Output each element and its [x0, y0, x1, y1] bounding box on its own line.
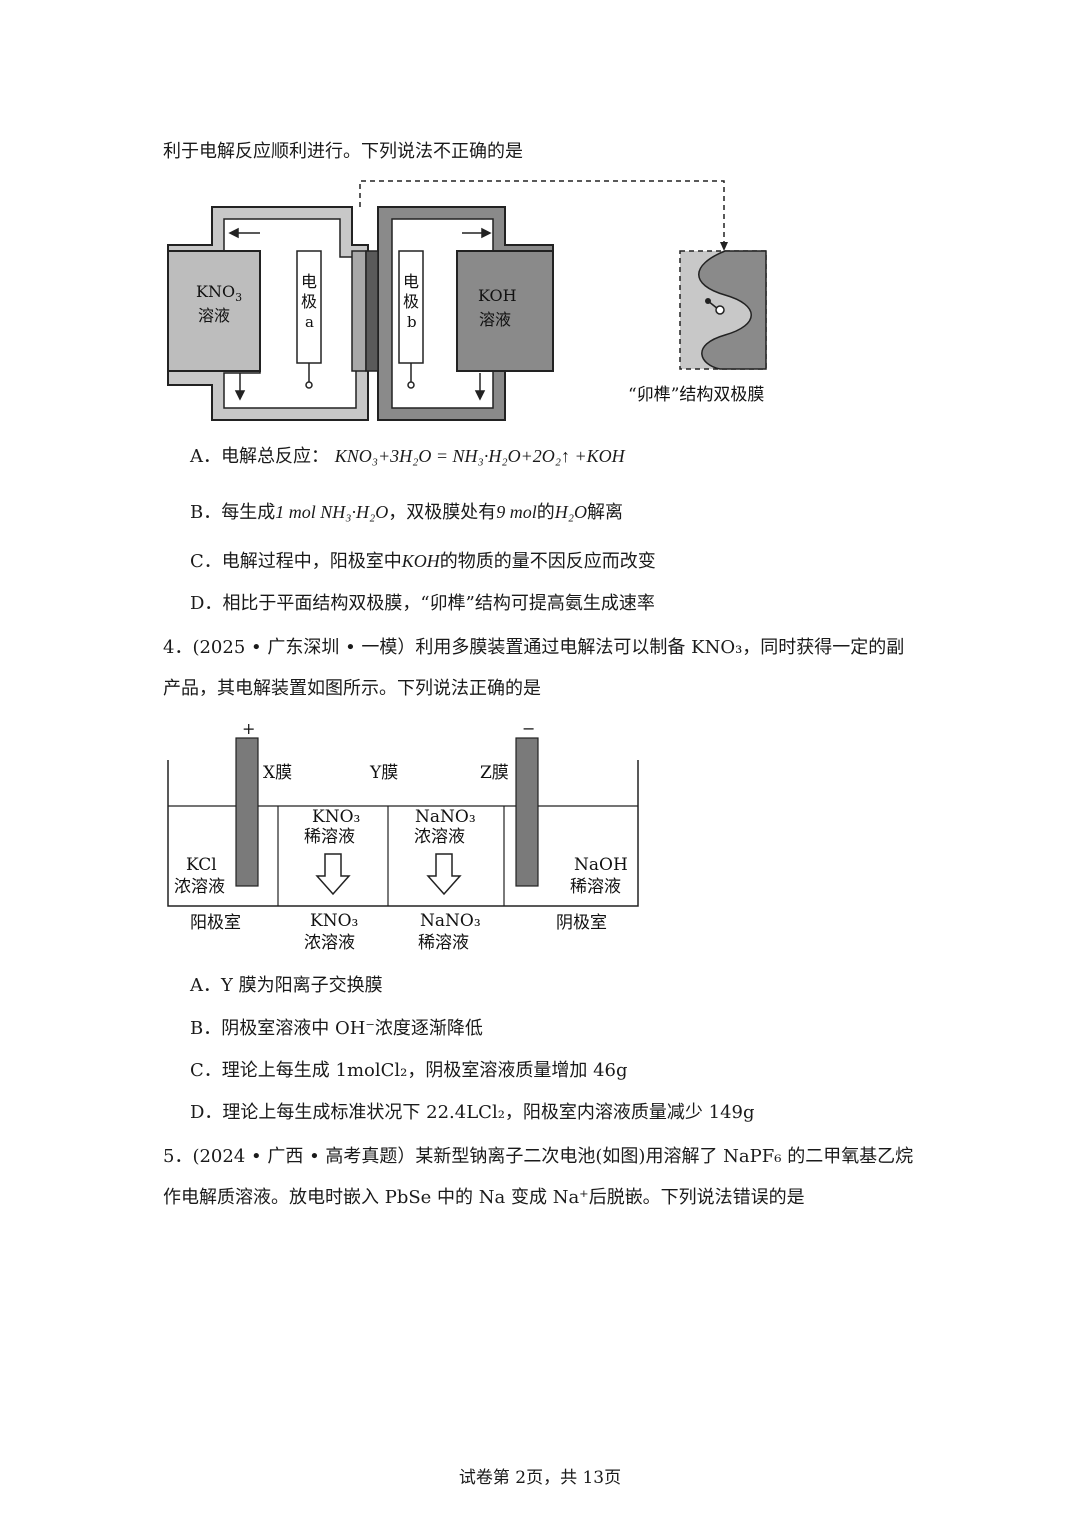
- nano3-bottom-label: NaNO₃: [420, 911, 481, 931]
- kno3-top-label: KNO₃: [312, 807, 360, 827]
- q3-option-a-formula: KNO₃+3H₂O = NH₃·H₂O+2O₂↑ +KOH: [334, 446, 625, 466]
- kcl-conc-label: 浓溶液: [174, 877, 225, 897]
- kno3-label: KNO3: [196, 282, 242, 304]
- koh-solution-label: 溶液: [479, 310, 511, 329]
- q4-stem-line2: 产品，其电解装置如图所示。下列说法正确的是: [163, 678, 541, 699]
- flow-arrow-left: [228, 227, 260, 239]
- terminal-a: [305, 381, 313, 389]
- down-arrow-right: [474, 373, 486, 401]
- nano3-bottom-dilute: 稀溶液: [418, 933, 469, 953]
- down-arrow-kno3: [315, 853, 351, 896]
- kno3-solution-label: 溶液: [198, 306, 230, 325]
- electrode-b-char1: 电: [403, 272, 419, 291]
- membrane-layer-1: [351, 250, 367, 372]
- nano3-top-conc: 浓溶液: [414, 827, 465, 847]
- y-membrane-label: Y膜: [369, 763, 398, 783]
- tank-outline: [167, 760, 639, 907]
- q4-option-c: C．理论上每生成 1molCl₂，阴极室溶液质量增加 46g: [190, 1060, 628, 1081]
- q4-option-d: D．理论上每生成标准状况下 22.4LCl₂，阳极室内溶液质量减少 149g: [190, 1102, 755, 1123]
- figure-multi-membrane-cell: + − X膜 Y膜 Z膜 KCl 浓溶液 KNO₃ 稀溶液 NaNO₃ 浓溶液 …: [167, 719, 639, 953]
- koh-block: [456, 250, 554, 372]
- electrode-a-char1: 电: [301, 272, 317, 291]
- page-footer: 试卷第 2页，共 13页: [458, 1468, 622, 1488]
- q4-option-b: B．阴极室溶液中 OH⁻浓度逐渐降低: [190, 1018, 483, 1039]
- down-arrow-nano3: [426, 853, 462, 896]
- q4-stem-line1: 4．(2025 • 广东深圳 • 一模）利用多膜装置通过电解法可以制备 KNO₃…: [163, 637, 905, 658]
- anode-electrode: [235, 737, 259, 887]
- q3-option-c: C．电解过程中，阳极室中KOH的物质的量不因反应而改变: [190, 551, 656, 572]
- q3-option-b: B．每生成1 mol NH₃·H₂O，双极膜处有9 mol的H₂O解离: [190, 502, 624, 523]
- kno3-top-dilute: 稀溶液: [304, 827, 355, 847]
- q3-option-d: D．相比于平面结构双极膜，“卯榫”结构可提高氨生成速率: [190, 593, 655, 614]
- electrode-b-char2: 极: [403, 292, 419, 311]
- nano3-top-label: NaNO₃: [415, 807, 476, 827]
- kcl-label: KCl: [186, 855, 217, 875]
- electrode-a: [296, 250, 322, 364]
- membrane-caption: “卯榫”结构双极膜: [628, 385, 764, 405]
- terminal-b: [407, 381, 415, 389]
- plus-sign: +: [242, 719, 255, 738]
- q5-stem-line1: 5．(2024 • 广西 • 高考真题）某新型钠离子二次电池(如图)用溶解了 N…: [163, 1146, 914, 1167]
- kno3-bottom-conc: 浓溶液: [304, 933, 355, 953]
- naoh-dilute-label: 稀溶液: [570, 877, 621, 897]
- naoh-label: NaOH: [574, 855, 628, 875]
- cathode-room-label: 阴极室: [556, 913, 607, 933]
- flow-arrow-right: [462, 227, 492, 239]
- electrode-a-char3: a: [305, 313, 314, 331]
- kno3-block: [167, 250, 261, 372]
- koh-label: KOH: [478, 286, 517, 305]
- q4-option-a: A．Y 膜为阳离子交换膜: [190, 975, 383, 996]
- x-membrane-label: X膜: [263, 763, 292, 783]
- kno3-bottom-label: KNO₃: [310, 911, 358, 931]
- cathode-electrode: [515, 737, 539, 887]
- figure-bipolar-membrane-cell: KNO3 溶液 电 极 a 电 极 b KOH 溶液 “卯榫”结构双极膜: [167, 180, 767, 421]
- q5-stem-line2: 作电解质溶液。放电时嵌入 PbSe 中的 Na 变成 Na⁺后脱嵌。下列说法错误…: [163, 1187, 805, 1208]
- down-arrow-left: [234, 373, 246, 401]
- zoom-connector: [359, 180, 725, 243]
- intro-line: 利于电解反应顺利进行。下列说法不正确的是: [163, 141, 523, 162]
- electrode-b-char3: b: [407, 313, 417, 331]
- electrode-b: [398, 250, 424, 364]
- q3-option-a: A．电解总反应： KNO₃+3H₂O = NH₃·H₂O+2O₂↑ +KOH: [190, 446, 625, 467]
- membrane-layer-2: [365, 250, 379, 372]
- anode-room-label: 阳极室: [190, 913, 241, 933]
- z-membrane-label: Z膜: [480, 763, 509, 783]
- minus-sign: −: [522, 719, 535, 738]
- mortise-tenon-curve: [698, 250, 767, 370]
- electrode-a-char2: 极: [301, 292, 317, 311]
